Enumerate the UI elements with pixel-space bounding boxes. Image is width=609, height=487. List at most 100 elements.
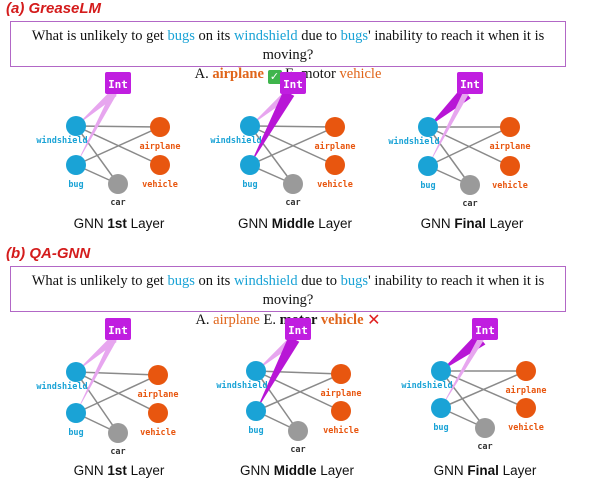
graph-edge [255,370,299,432]
attention-edge-bug [76,337,117,413]
label-airplane: airplane [506,385,547,396]
label-vehicle: vehicle [140,427,176,438]
node-bug [66,155,86,175]
option-e-vehicle: vehicle [320,312,364,328]
label-windshield: windshield [401,380,452,391]
label-vehicle: vehicle [492,180,528,191]
node-vehicle [148,403,168,423]
node-windshield [66,116,86,136]
label-car: car [110,198,125,208]
node-car [283,174,303,194]
label-vehicle: vehicle [323,425,359,436]
node-airplane [148,365,168,385]
caption-a-final: GNN Final Layer [420,216,524,231]
node-car [108,174,128,194]
graph-edge [249,126,336,166]
int-node [472,318,498,340]
node-airplane [516,361,536,381]
label-bug: bug [248,426,263,436]
label-car: car [290,445,305,455]
graph-edge [255,370,342,412]
label-windshield: windshield [36,135,87,146]
node-windshield [431,361,451,381]
label-bug: bug [68,428,83,438]
graph-edge [249,125,336,128]
int-node-label: Int [288,324,308,337]
option-a-airplane: airplane [212,66,264,82]
graph-edge [75,126,161,166]
node-windshield [246,361,266,381]
node-vehicle [325,155,345,175]
graph-edge [75,125,161,128]
node-car [108,423,128,443]
label-airplane: airplane [490,141,531,152]
label-car: car [110,447,125,457]
node-windshield [240,116,260,136]
attention-edge-bug [256,336,300,411]
int-node-label: Int [475,324,495,337]
graph-edge [440,370,527,409]
attention-edge-bug [428,91,469,166]
label-airplane: airplane [315,141,356,152]
graph-edge [255,373,342,412]
graph-edge [75,374,159,414]
attention-edge-bug [76,91,117,165]
label-windshield: windshield [210,135,261,146]
label-bug: bug [420,181,435,191]
caption-b-middle: GNN Middle Layer [239,463,355,478]
label-vehicle: vehicle [508,422,544,433]
caption-a-middle: GNN Middle Layer [237,216,353,231]
attention-edge-bug [250,90,295,165]
int-node [105,318,131,340]
int-node [105,72,131,94]
question-text: What is unlikely to get bugs on its wind… [31,273,545,308]
node-vehicle [500,156,520,176]
caption-b-1st: GNN 1st Layer [73,463,165,478]
graph-edge [255,370,342,375]
cross-icon: ✕ [367,310,381,329]
question-text: What is unlikely to get bugs on its wind… [31,28,545,63]
node-car [288,421,308,441]
graph-edge [427,126,511,167]
node-airplane [325,117,345,137]
node-airplane [150,117,170,137]
question-box-greaselm: What is unlikely to get bugs on its wind… [10,21,566,84]
node-windshield [418,117,438,137]
int-node-label: Int [460,78,480,91]
attention-edge-windshield [76,89,117,126]
attention-edge-windshield [76,335,117,372]
node-vehicle [516,398,536,418]
section-title-greaselm: (a) GreaseLM [6,0,102,17]
node-windshield [66,362,86,382]
node-airplane [331,364,351,384]
graph-edge [75,371,159,414]
node-vehicle [150,155,170,175]
int-node-label: Int [283,78,303,91]
node-car [475,418,495,438]
node-bug [240,155,260,175]
node-bug [431,398,451,418]
label-bug: bug [433,423,448,433]
int-node-label: Int [108,324,128,337]
label-car: car [462,199,477,209]
label-car: car [285,198,300,208]
graph-edge [440,370,486,429]
section-title-qagnn: (b) QA-GNN [6,245,91,262]
answer-options: A. airplane ✓ E. motor vehicle [194,66,382,84]
node-car [460,175,480,195]
caption-a-1st: GNN 1st Layer [73,216,165,231]
node-bug [66,403,86,423]
int-node-label: Int [108,78,128,91]
label-airplane: airplane [138,389,179,400]
question-box-qagnn: What is unlikely to get bugs on its wind… [10,266,566,329]
attention-edge-windshield [428,87,471,127]
option-e-vehicle: vehicle [339,66,382,82]
int-node [457,72,483,94]
node-airplane [500,117,520,137]
label-car: car [477,442,492,452]
label-airplane: airplane [140,141,181,152]
caption-b-final: GNN Final Layer [433,463,537,478]
label-windshield: windshield [36,381,87,392]
label-windshield: windshield [216,380,267,391]
